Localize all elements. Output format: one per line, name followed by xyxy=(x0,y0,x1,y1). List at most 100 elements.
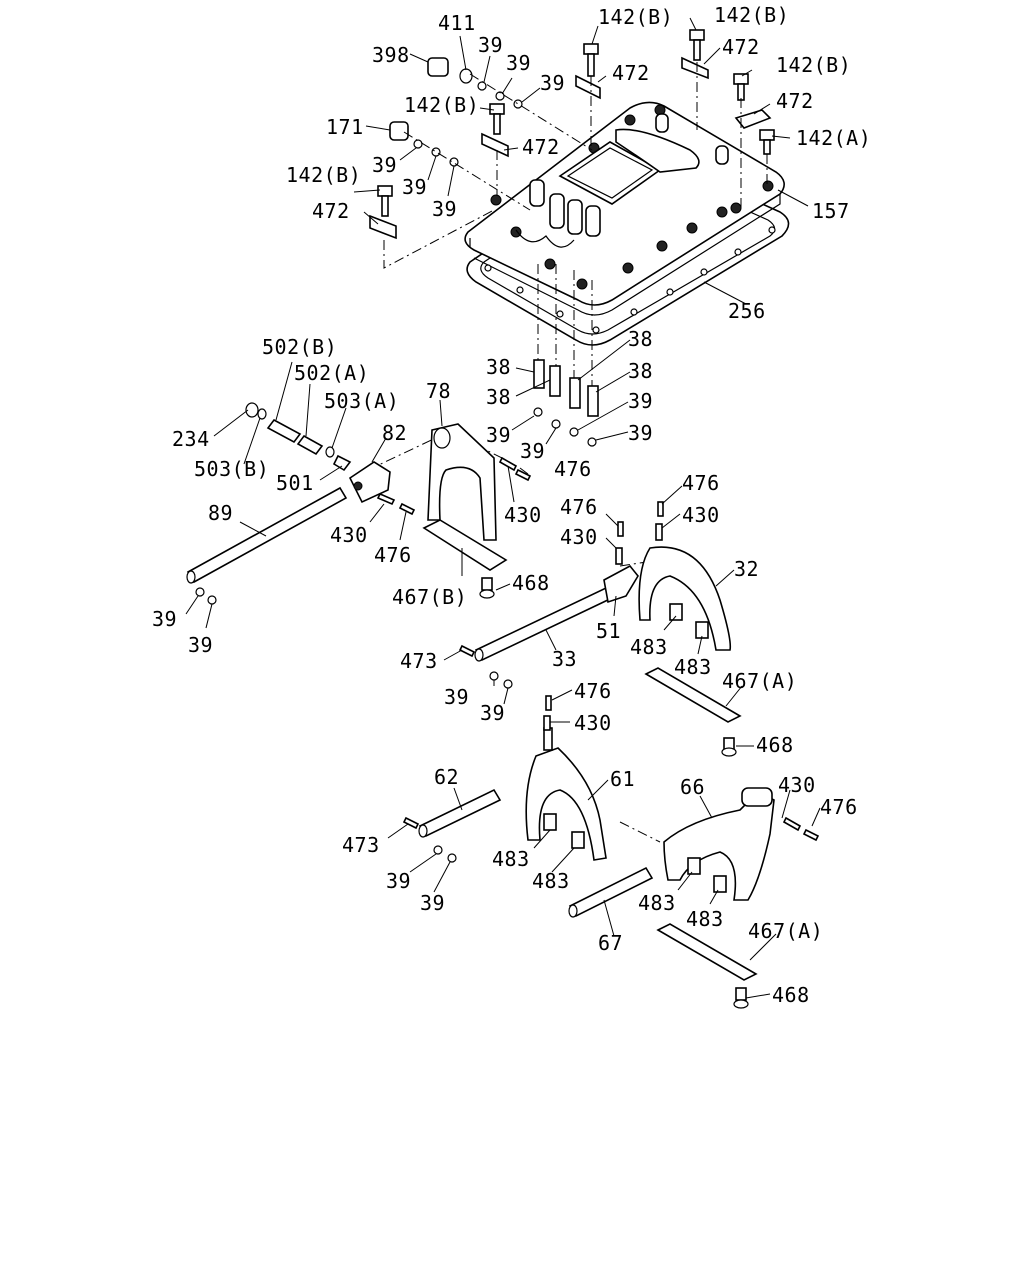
callout-476: 476 xyxy=(574,679,612,703)
callout-142b: 142(B) xyxy=(776,53,851,77)
shaft-62 xyxy=(418,788,502,838)
callout-39: 39 xyxy=(386,869,411,893)
callout-39: 39 xyxy=(628,421,653,445)
callout-39: 39 xyxy=(540,71,565,95)
callout-234: 234 xyxy=(172,427,210,451)
callout-472: 472 xyxy=(776,89,814,113)
detent-block-82 xyxy=(348,461,391,504)
spring-pack-502 xyxy=(245,402,352,472)
callout-39: 39 xyxy=(432,197,457,221)
callout-33: 33 xyxy=(552,647,577,671)
callout-39: 39 xyxy=(628,389,653,413)
springs-38 xyxy=(533,359,599,447)
callout-483: 483 xyxy=(674,655,712,679)
callout-38: 38 xyxy=(486,385,511,409)
callout-472: 472 xyxy=(722,35,760,59)
callout-66: 66 xyxy=(680,775,705,799)
callout-39: 39 xyxy=(188,633,213,657)
bolt-142b-top xyxy=(575,43,601,100)
callout-39: 39 xyxy=(506,51,531,75)
pins-66 xyxy=(782,816,820,842)
balls-33 xyxy=(489,671,513,689)
balls-62 xyxy=(433,845,457,863)
callout-39: 39 xyxy=(444,685,469,709)
callout-430: 430 xyxy=(560,525,598,549)
callout-430: 430 xyxy=(778,773,816,797)
pads-483-66 xyxy=(687,857,727,893)
callout-467a: 467(A) xyxy=(722,669,797,693)
callout-39: 39 xyxy=(420,891,445,915)
callout-502b: 502(B) xyxy=(262,335,337,359)
callout-39: 39 xyxy=(152,607,177,631)
callout-38: 38 xyxy=(486,355,511,379)
callout-468: 468 xyxy=(756,733,794,757)
callout-39: 39 xyxy=(402,175,427,199)
bolt-142b-left xyxy=(369,185,397,240)
callout-38: 38 xyxy=(628,359,653,383)
fork-32 xyxy=(638,546,732,651)
fork-66 xyxy=(663,787,775,901)
callout-430: 430 xyxy=(574,711,612,735)
callout-39: 39 xyxy=(480,701,505,725)
bolt-468-3 xyxy=(733,987,749,1009)
callout-labels: 411 398 39 39 39 142(B) 142(B) 142(B) 14… xyxy=(152,3,871,1007)
callout-430: 430 xyxy=(682,503,720,527)
callout-142b: 142(B) xyxy=(714,3,789,27)
callout-476: 476 xyxy=(554,457,592,481)
callout-467a: 467(A) xyxy=(748,919,823,943)
callout-476: 476 xyxy=(560,495,598,519)
callout-411: 411 xyxy=(438,11,476,35)
callout-78: 78 xyxy=(426,379,451,403)
callout-39: 39 xyxy=(520,439,545,463)
callout-476: 476 xyxy=(820,795,858,819)
callout-472: 472 xyxy=(522,135,560,159)
callout-82: 82 xyxy=(382,421,407,445)
callout-51: 51 xyxy=(596,619,621,643)
balls-89 xyxy=(195,587,217,605)
callout-468: 468 xyxy=(772,983,810,1007)
callout-32: 32 xyxy=(734,557,759,581)
callout-39: 39 xyxy=(486,423,511,447)
pins-62 xyxy=(402,695,552,830)
callout-503b: 503(B) xyxy=(194,457,269,481)
callout-476: 476 xyxy=(682,471,720,495)
gasket-holes xyxy=(484,226,776,334)
callout-483: 483 xyxy=(532,869,570,893)
shaft-89 xyxy=(186,486,348,584)
callout-62: 62 xyxy=(434,765,459,789)
callout-483: 483 xyxy=(492,847,530,871)
callout-157: 157 xyxy=(812,199,850,223)
bolt-142b-topright xyxy=(681,29,709,80)
callout-472: 472 xyxy=(612,61,650,85)
bolt-468-2 xyxy=(721,737,737,757)
callout-39: 39 xyxy=(478,33,503,57)
pins-430-476-left xyxy=(376,456,532,516)
callout-142b: 142(B) xyxy=(404,93,479,117)
callout-398: 398 xyxy=(372,43,410,67)
pins-mid xyxy=(458,501,664,658)
plug-171 xyxy=(389,121,409,141)
cover-bosses xyxy=(515,113,729,248)
callout-61: 61 xyxy=(610,767,635,791)
callout-142a: 142(A) xyxy=(796,126,871,150)
bolt-142a xyxy=(759,129,775,155)
callout-142b: 142(B) xyxy=(286,163,361,187)
pads-483-32 xyxy=(669,603,709,639)
callout-473: 473 xyxy=(400,649,438,673)
callout-483: 483 xyxy=(638,891,676,915)
callout-472: 472 xyxy=(312,199,350,223)
shaft-33 xyxy=(474,586,614,662)
pads-483-61 xyxy=(543,813,585,849)
callout-430: 430 xyxy=(330,523,368,547)
callout-142b: 142(B) xyxy=(598,5,673,29)
callout-483: 483 xyxy=(630,635,668,659)
callout-467b: 467(B) xyxy=(392,585,467,609)
callout-483: 483 xyxy=(686,907,724,931)
callout-89: 89 xyxy=(208,501,233,525)
callout-39: 39 xyxy=(372,153,397,177)
callout-171: 171 xyxy=(326,115,364,139)
bolt-142b-mid xyxy=(481,103,509,158)
cover-bolt-holes xyxy=(490,104,774,290)
callout-38: 38 xyxy=(628,327,653,351)
